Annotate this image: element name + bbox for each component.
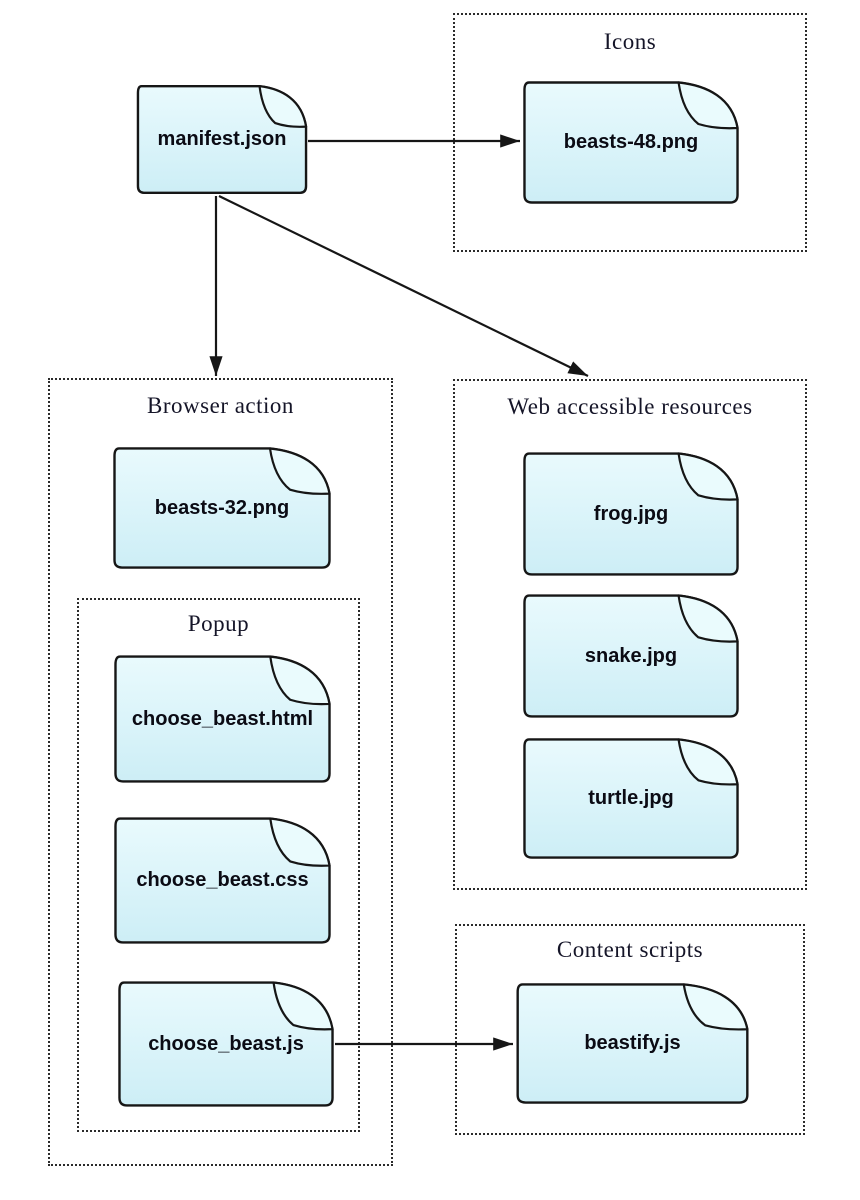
file-label: beasts-32.png xyxy=(154,496,290,519)
file-label: choose_beast.js xyxy=(148,1032,304,1055)
group-title-web-accessible-resources: Web accessible resources xyxy=(507,394,753,419)
node-manifest-json: manifest.json xyxy=(136,84,308,195)
file-label: turtle.jpg xyxy=(588,787,674,809)
document-icon xyxy=(136,84,308,195)
document-icon xyxy=(522,737,740,860)
file-label: choose_beast.html xyxy=(131,707,314,730)
node-beastify-js: beastify.js xyxy=(515,982,750,1105)
document-icon xyxy=(113,654,332,784)
node-snake-jpg: snake.jpg xyxy=(522,593,740,719)
group-title-content-scripts: Content scripts xyxy=(556,937,704,962)
node-choose-beast-css: choose_beast.css xyxy=(113,816,332,945)
group-browser-action: Browser action xyxy=(48,378,393,1166)
document-icon xyxy=(515,982,750,1105)
group-title-popup: Popup xyxy=(187,611,250,636)
node-choose-beast-html: choose_beast.html xyxy=(113,654,332,784)
node-beasts-48-png: beasts-48.png xyxy=(522,80,740,205)
file-label: choose_beast.css xyxy=(136,869,309,891)
document-icon xyxy=(112,446,332,570)
node-frog-jpg: frog.jpg xyxy=(522,451,740,577)
group-icons: Icons xyxy=(453,13,807,252)
node-choose-beast-js: choose_beast.js xyxy=(117,980,335,1108)
file-label: manifest.json xyxy=(157,128,287,150)
document-icon xyxy=(117,980,335,1108)
document-icon xyxy=(113,816,332,945)
file-label: beasts-48.png xyxy=(563,131,699,153)
group-web-accessible-resources: Web accessible resources xyxy=(453,379,807,890)
document-icon xyxy=(522,80,740,205)
group-popup: Popup xyxy=(77,598,360,1132)
group-content-scripts: Content scripts xyxy=(455,924,805,1135)
node-beasts-32-png: beasts-32.png xyxy=(112,446,332,570)
group-title-icons: Icons xyxy=(603,29,657,54)
file-label: beastify.js xyxy=(584,1032,681,1054)
group-title-browser-action: Browser action xyxy=(147,393,294,418)
node-turtle-jpg: turtle.jpg xyxy=(522,737,740,860)
file-label: snake.jpg xyxy=(584,644,678,667)
document-icon xyxy=(522,451,740,577)
document-icon xyxy=(522,593,740,719)
file-label: frog.jpg xyxy=(593,502,669,525)
